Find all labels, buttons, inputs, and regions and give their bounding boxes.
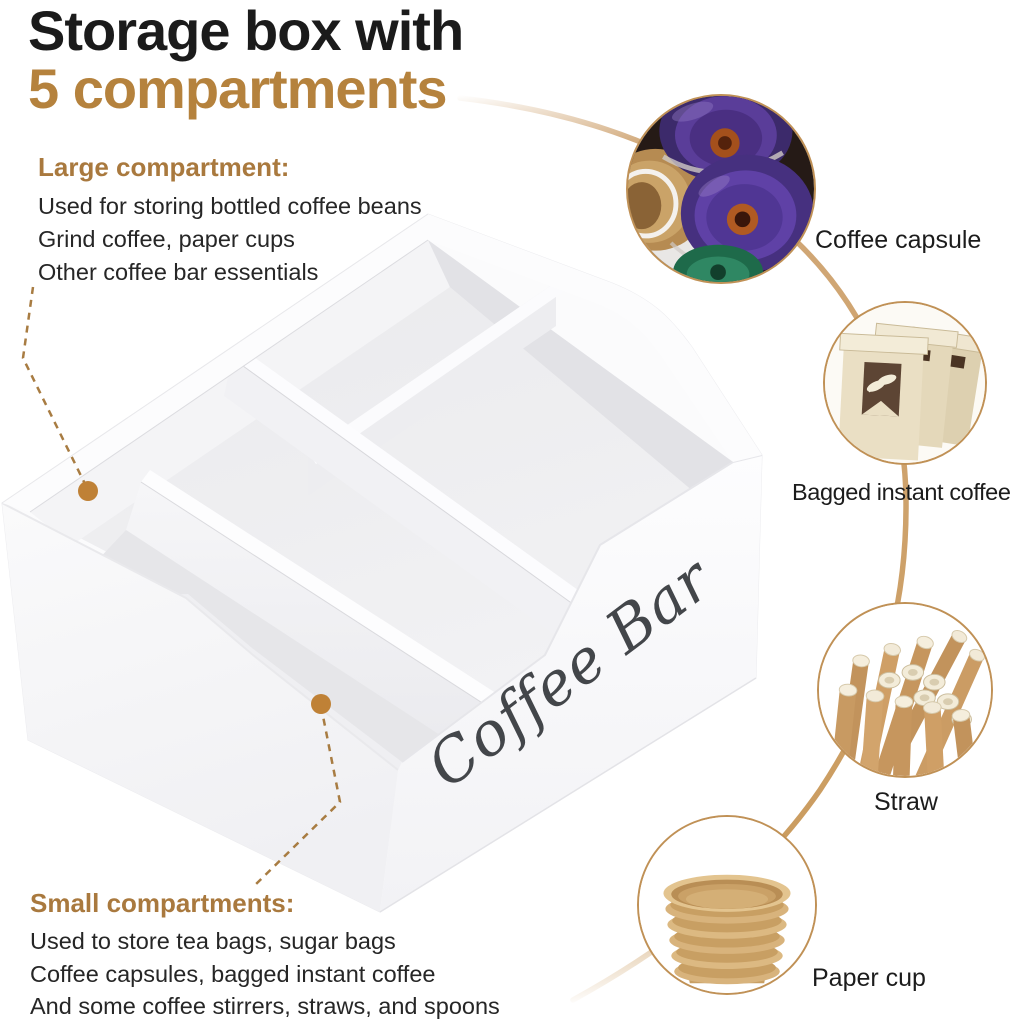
large-compartment-description: Used for storing bottled coffee beans Gr… xyxy=(38,190,422,289)
pointer-small-compartments xyxy=(253,694,342,887)
coffee-capsule-photo xyxy=(628,96,814,282)
callout-circle-bagged-coffee xyxy=(823,301,987,465)
callout-label-coffee-capsule: Coffee capsule xyxy=(815,226,982,254)
green-capsule xyxy=(673,244,764,282)
callout-label-paper-cup: Paper cup xyxy=(812,964,926,992)
paper-cup-stack xyxy=(663,874,791,985)
title-line-1: Storage box with xyxy=(28,0,464,62)
page-title: Storage box with 5 compartments xyxy=(28,0,464,120)
storage-box-illustration: Coffee Bar xyxy=(1,213,763,913)
small-compartments-heading: Small compartments: xyxy=(30,888,295,918)
list-item: Used to store tea bags, sugar bags xyxy=(30,928,396,954)
pointer-dot-small xyxy=(311,694,331,714)
large-compartment-heading: Large compartment: xyxy=(38,152,290,182)
straw-bundle xyxy=(829,630,986,776)
small-compartments-description: Used to store tea bags, sugar bags Coffe… xyxy=(30,925,500,1023)
purple-capsule-mid xyxy=(680,154,814,273)
bagged-coffee-photo xyxy=(825,303,985,463)
list-item: And some coffee stirrers, straws, and sp… xyxy=(30,993,500,1019)
pointer-dot-large xyxy=(78,481,98,501)
callout-label-bagged-coffee: Bagged instant coffee xyxy=(792,479,1011,505)
list-item: Grind coffee, paper cups xyxy=(38,226,295,252)
title-line-2: 5 compartments xyxy=(28,57,448,120)
list-item: Used for storing bottled coffee beans xyxy=(38,193,422,219)
callout-circle-coffee-capsule xyxy=(626,94,816,284)
coffee-bag-front xyxy=(838,332,929,461)
list-item: Other coffee bar essentials xyxy=(38,259,319,285)
callout-circle-paper-cup xyxy=(637,815,817,995)
callout-circle-straw xyxy=(817,602,993,778)
straw-photo xyxy=(819,604,991,776)
paper-cup-photo xyxy=(639,817,815,993)
callout-label-straw: Straw xyxy=(874,788,938,816)
pointer-large-compartment xyxy=(21,286,98,501)
list-item: Coffee capsules, bagged instant coffee xyxy=(30,960,436,987)
